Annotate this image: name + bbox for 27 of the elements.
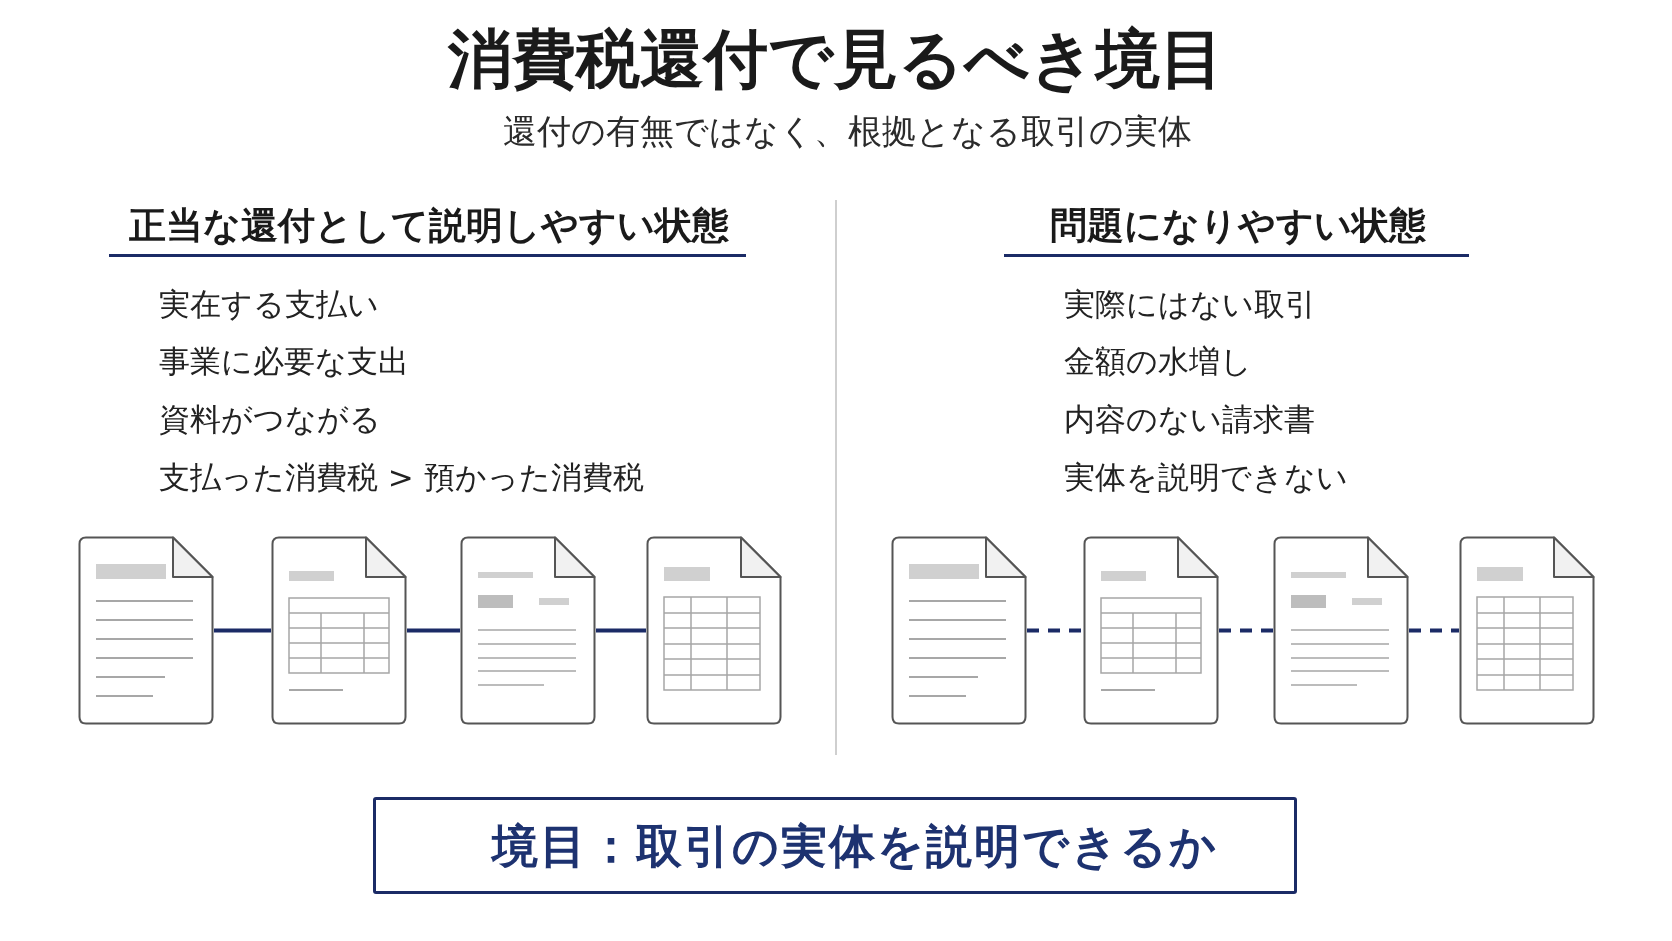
- connector-line: [214, 628, 271, 633]
- list-item: 事業に必要な支出: [159, 346, 409, 377]
- dashed-connector-line: [1027, 628, 1083, 633]
- connector-line: [596, 628, 646, 633]
- list-item: 実在する支払い: [159, 289, 379, 320]
- list-item: 支払った消費税 > 預かった消費税: [159, 462, 644, 493]
- dashed-connector-line: [1409, 628, 1459, 633]
- document-icon: [1459, 536, 1595, 725]
- subtitle: 還付の有無ではなく、根拠となる取引の実体: [502, 114, 1192, 148]
- column-heading: 正当な還付として説明しやすい状態: [129, 207, 729, 244]
- list-item: 内容のない請求書: [1064, 404, 1315, 435]
- document-icon: [891, 536, 1027, 725]
- list-item: 実際にはない取引: [1064, 289, 1316, 320]
- document-icon: [78, 536, 214, 725]
- list-item: 資料がつながる: [159, 404, 381, 435]
- document-icon: [460, 536, 596, 725]
- connector-line: [407, 628, 460, 633]
- document-icon: [646, 536, 782, 725]
- list-item: 実体を説明できない: [1064, 462, 1348, 493]
- column-heading: 問題になりやすい状態: [1050, 207, 1426, 244]
- conclusion-box: [373, 797, 1297, 894]
- document-icon: [271, 536, 407, 725]
- list-item: 金額の水増し: [1064, 346, 1252, 377]
- dashed-connector-line: [1219, 628, 1273, 633]
- conclusion-text: 境目：取引の実体を説明できるか: [492, 822, 1218, 869]
- document-icon: [1273, 536, 1409, 725]
- document-icon: [1083, 536, 1219, 725]
